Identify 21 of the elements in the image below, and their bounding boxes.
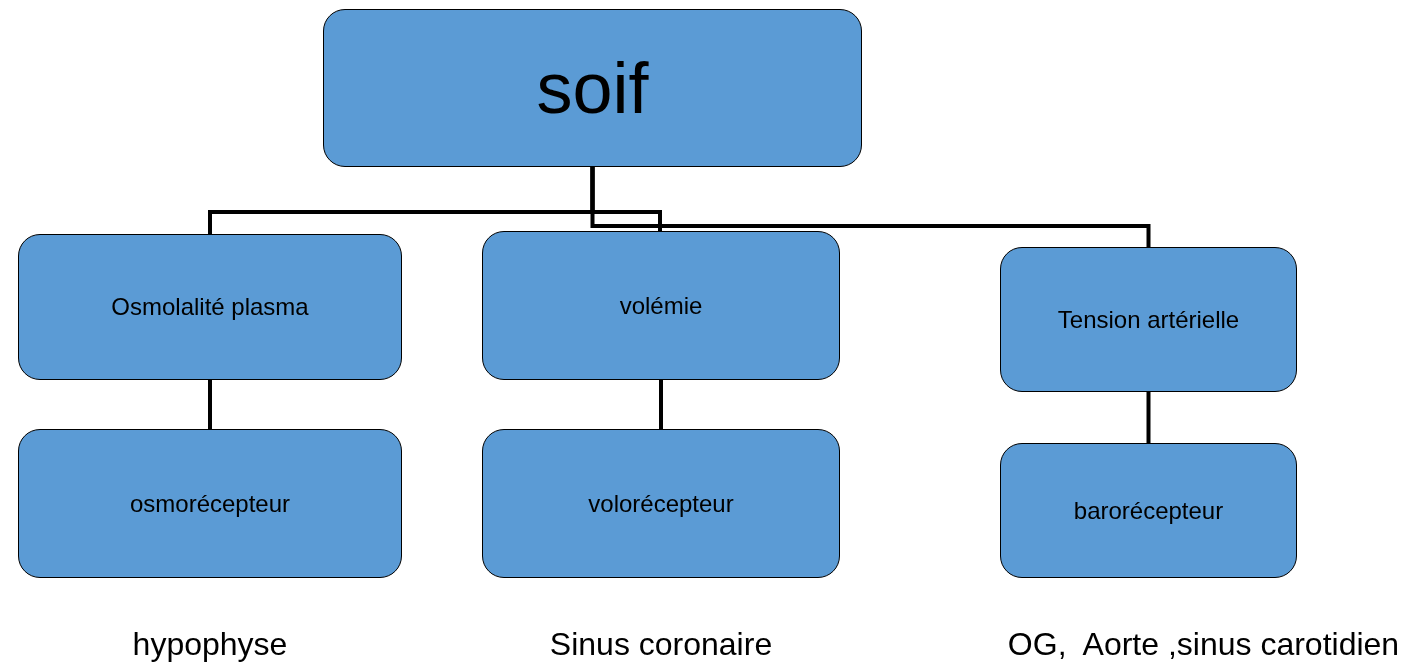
connector-line: [1146, 392, 1151, 443]
box-label: barorécepteur: [1073, 495, 1224, 526]
process-box: [482, 429, 840, 578]
box-label: soif: [536, 47, 649, 130]
connector-line: [590, 167, 1151, 247]
box-label: Tension artérielle: [1057, 304, 1240, 335]
process-box: [482, 231, 840, 380]
box-label: osmorécepteur: [129, 488, 291, 519]
location-text: hypophyse: [132, 625, 288, 664]
box-label: volémie: [619, 290, 703, 321]
location-text: OG, Aorte ,sinus carotidien: [1007, 625, 1400, 664]
location-text: Sinus coronaire: [549, 625, 773, 664]
process-box: [323, 9, 862, 167]
process-box: [1000, 247, 1297, 392]
box-label: volorécepteur: [588, 488, 734, 519]
box-label: Osmolalité plasma: [111, 292, 309, 322]
connector-line: [208, 380, 212, 429]
process-box: [18, 234, 402, 380]
process-box: [1000, 443, 1297, 578]
process-box: [18, 429, 402, 578]
connector-line: [659, 380, 663, 429]
